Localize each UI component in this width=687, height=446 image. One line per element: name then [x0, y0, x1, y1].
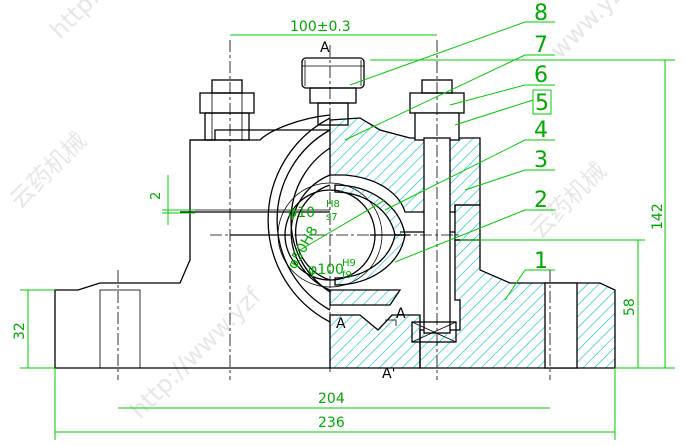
fit-bore-num: H9: [342, 258, 356, 269]
part-label-7: 7: [534, 33, 548, 58]
part-label-2: 2: [534, 188, 548, 213]
oil-cup: [301, 57, 365, 126]
fit-shaft-den: s7: [326, 212, 338, 223]
dim-base-height: 32: [12, 322, 28, 340]
section-mark-right: A: [396, 306, 406, 322]
fit-bore-den: f9: [342, 270, 352, 281]
part-label-5: 5: [535, 91, 549, 116]
center-lines: [117, 40, 551, 380]
dim-center-distance: 100±0.3: [290, 19, 351, 35]
part-label-1: 1: [534, 249, 548, 274]
dim-bolt-span: 204: [318, 391, 345, 407]
dim-overall-length: 236: [318, 415, 345, 431]
fit-shaft: φ10 H8 s7: [288, 199, 340, 223]
dim-center-height: 58: [622, 298, 638, 316]
section-mark-top: A: [320, 40, 330, 56]
fit-shaft-text: φ10: [288, 205, 315, 221]
part-label-6: 6: [534, 63, 548, 88]
section-marks: A A A A': [320, 40, 406, 382]
fit-bore-text: φ100: [308, 262, 344, 278]
part-label-8: 8: [534, 1, 548, 26]
fit-bore: φ100 H9 f9: [308, 258, 356, 281]
watermark-text-1: http://www.yzf: [44, 0, 187, 44]
fit-shaft-num: H8: [326, 199, 340, 210]
watermark-text-2: 云药机械: [4, 127, 92, 215]
part-label-3: 3: [534, 148, 548, 173]
part-label-4: 4: [534, 118, 548, 143]
dim-gap: 2: [149, 192, 164, 200]
dim-total-height: 142: [650, 203, 666, 230]
section-mark-left: A: [336, 316, 346, 332]
dimensions: 100±0.3 142 58 32 2 204 236 φ10 H8 s: [12, 19, 675, 440]
section-mark-bottom: A': [382, 366, 395, 382]
cap-left: [180, 114, 331, 213]
part-callouts: 8 7 6 5 4 3 2 1: [344, 1, 555, 301]
watermark-text-5: www.yzfjx.com: [544, 0, 687, 64]
watermark-text-3: http://www.yzf: [124, 282, 267, 425]
